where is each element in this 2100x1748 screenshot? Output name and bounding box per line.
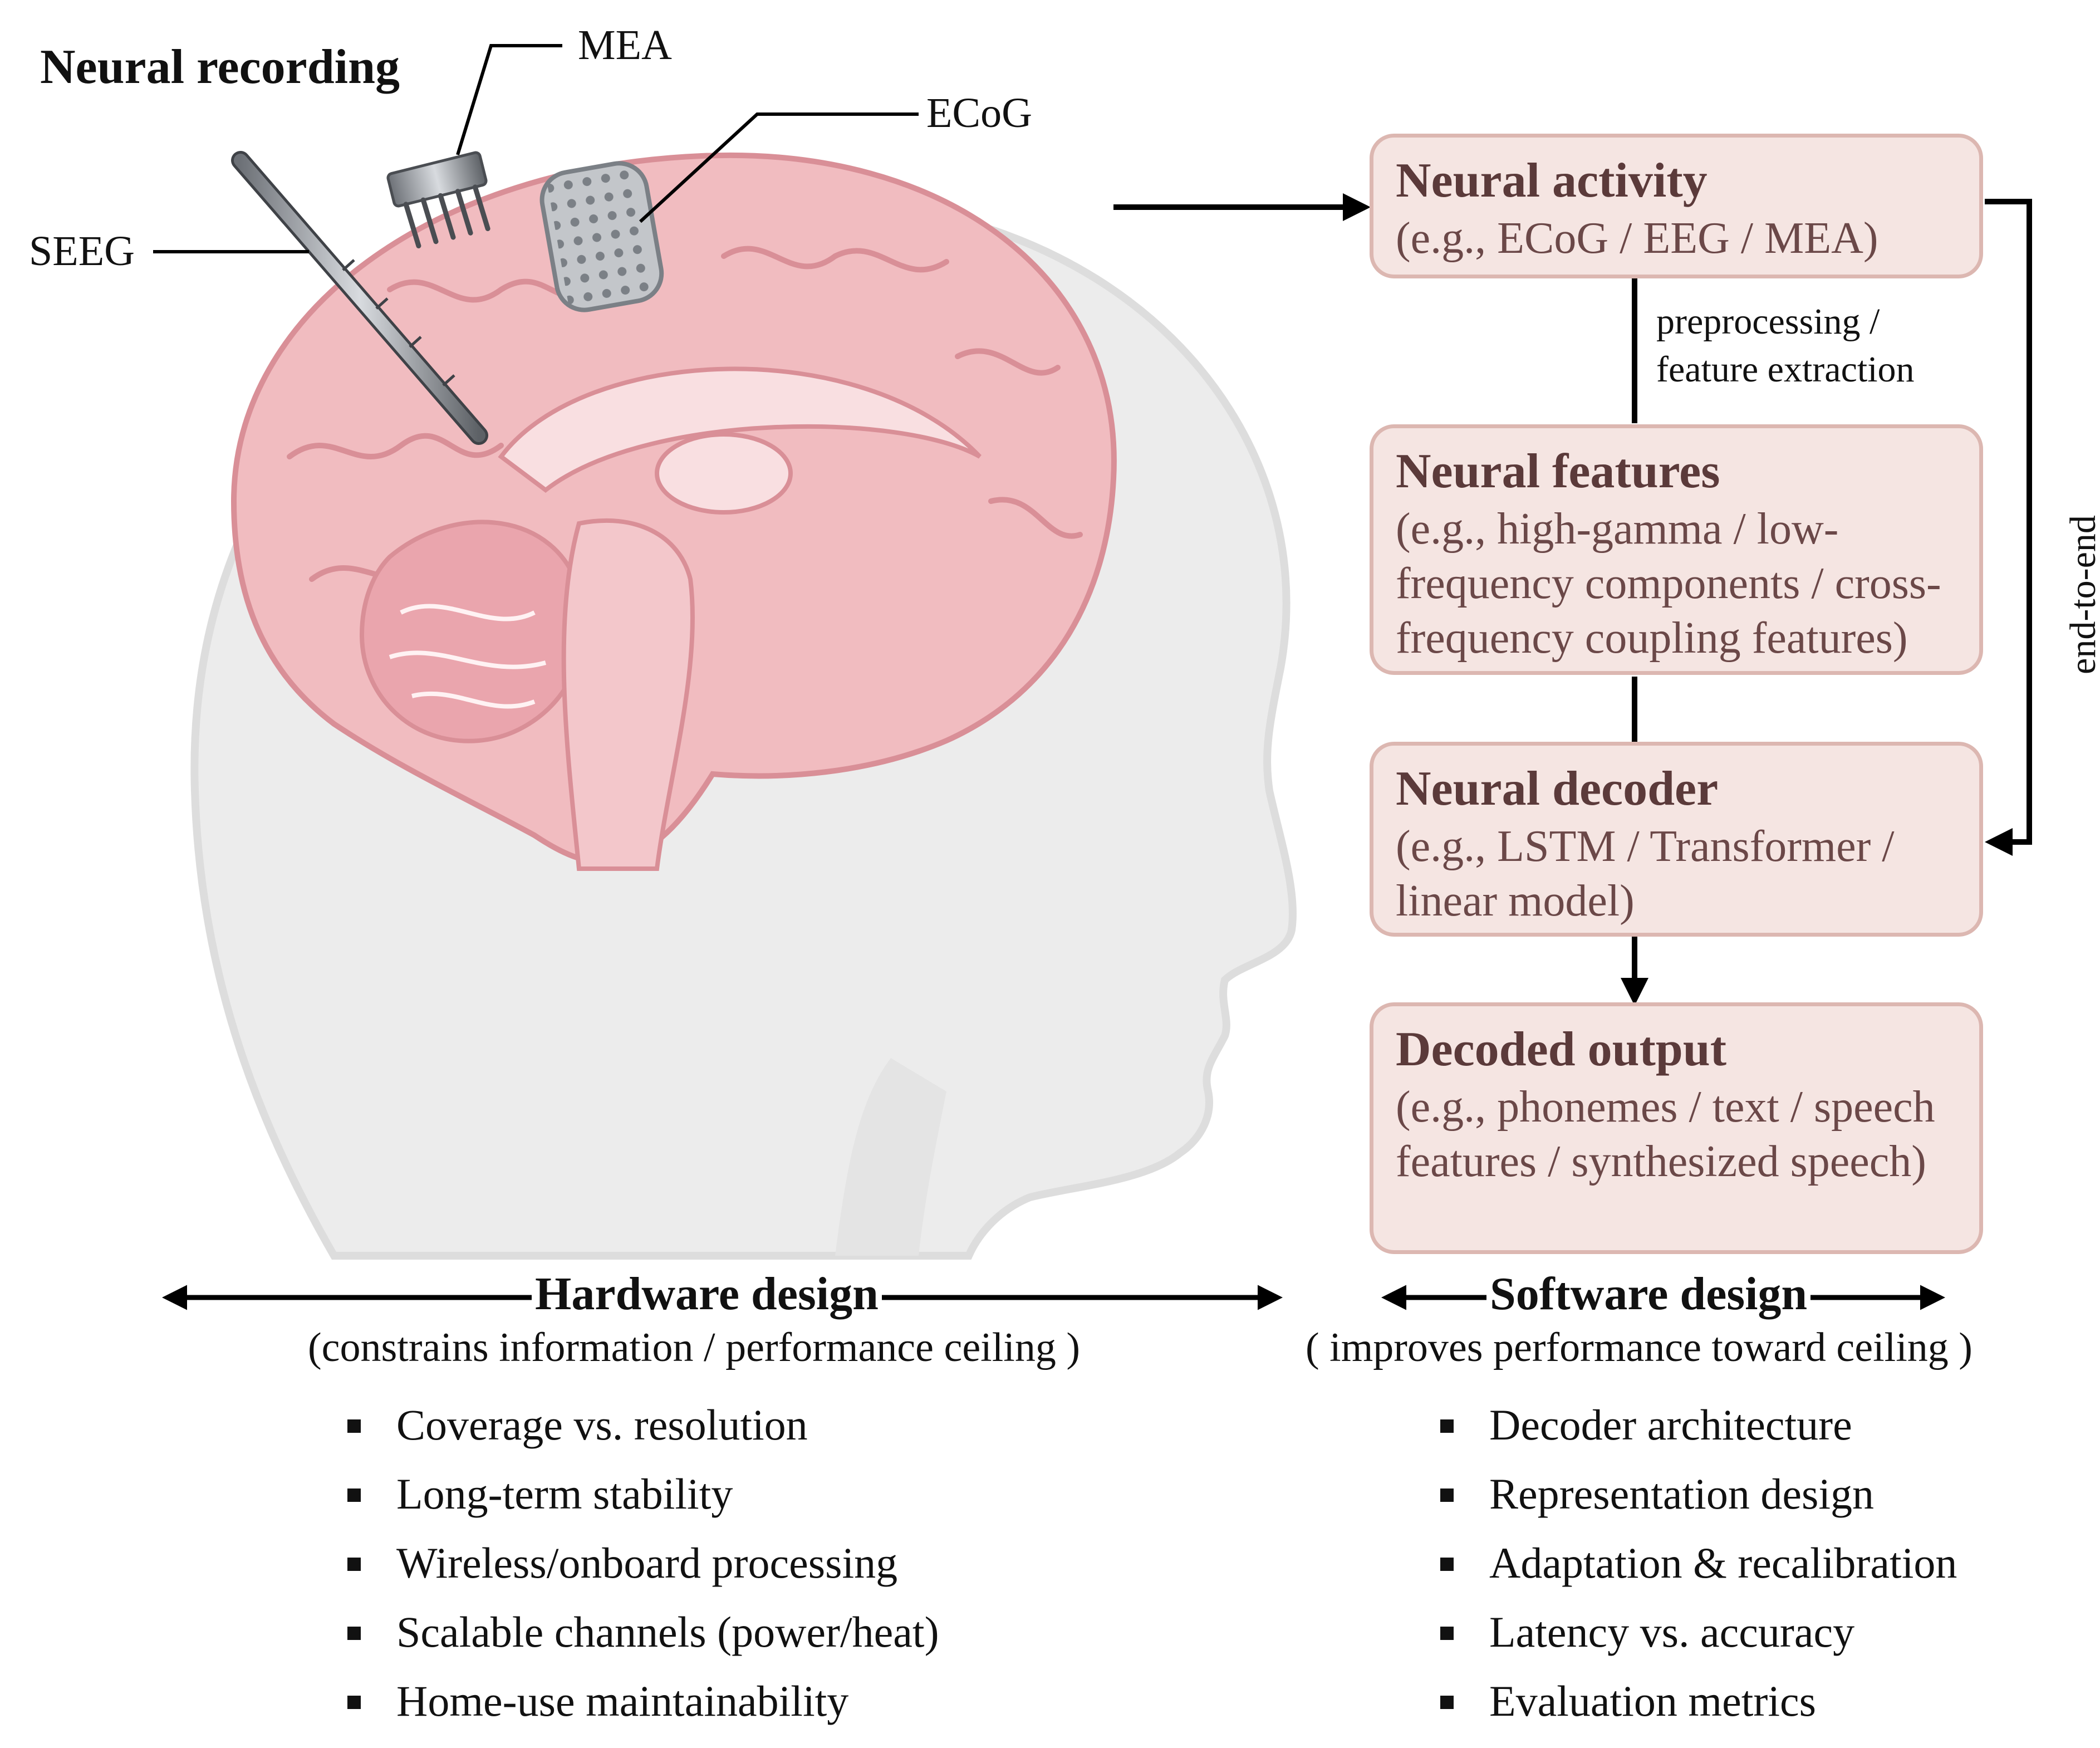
box-neural-features: Neural features (e.g., high-gamma / low-… <box>1370 424 1983 675</box>
list-item: Wireless/onboard processing <box>341 1529 939 1598</box>
bullet-icon <box>1440 1627 1454 1640</box>
bullet-icon <box>1440 1419 1454 1433</box>
neck-shadow <box>835 1058 946 1256</box>
software-title: Software design <box>1486 1267 1811 1321</box>
box-desc: (e.g., ECoG / EEG / MEA) <box>1396 214 1878 263</box>
bullet-icon <box>347 1627 361 1640</box>
mea-leader <box>456 44 562 155</box>
mea-label: MEA <box>578 22 672 68</box>
bullet-icon <box>1440 1558 1454 1571</box>
hardware-subtitle: (constrains information / performance ce… <box>308 1325 1080 1370</box>
list-item-text: Evaluation metrics <box>1489 1677 1816 1725</box>
box-title: Neural activity <box>1396 154 1708 208</box>
mea-electrode <box>386 151 490 249</box>
bullet-icon <box>347 1419 361 1433</box>
software-subtitle: ( improves performance toward ceiling ) <box>1306 1325 1973 1370</box>
list-item-text: Latency vs. accuracy <box>1489 1608 1855 1656</box>
hardware-list: Coverage vs. resolution Long-term stabil… <box>341 1390 939 1736</box>
box-title: Neural decoder <box>1396 762 1719 816</box>
ecog-label: ECoG <box>926 90 1032 136</box>
list-item-text: Scalable channels (power/heat) <box>396 1608 939 1656</box>
bullet-icon <box>1440 1696 1454 1709</box>
list-item-text: Representation design <box>1489 1470 1874 1518</box>
list-item: Adaptation & recalibration <box>1434 1529 1957 1598</box>
list-item: Decoder architecture <box>1434 1390 1957 1460</box>
list-item-text: Home-use maintainability <box>396 1677 849 1725</box>
list-item: Coverage vs. resolution <box>341 1390 939 1460</box>
step-label: preprocessing / feature extraction <box>1656 298 1915 394</box>
list-item: Scalable channels (power/heat) <box>341 1598 939 1667</box>
box-title: Neural features <box>1396 444 1720 498</box>
bullet-icon <box>347 1696 361 1709</box>
list-item-text: Adaptation & recalibration <box>1489 1539 1957 1587</box>
list-item-text: Wireless/onboard processing <box>396 1539 898 1587</box>
software-list: Decoder architecture Representation desi… <box>1434 1390 1957 1736</box>
step-label-line-2: feature extraction <box>1656 349 1915 390</box>
ecog-grid <box>539 161 664 312</box>
list-item: Representation design <box>1434 1460 1957 1529</box>
list-item: Evaluation metrics <box>1434 1667 1957 1736</box>
box-neural-activity: Neural activity (e.g., ECoG / EEG / MEA) <box>1370 134 1983 278</box>
list-item: Home-use maintainability <box>341 1667 939 1736</box>
list-item: Long-term stability <box>341 1460 939 1529</box>
figure-title: Neural recording <box>40 40 400 94</box>
box-decoded-output: Decoded output (e.g., phonemes / text / … <box>1370 1002 1983 1254</box>
hardware-title: Hardware design <box>532 1267 882 1321</box>
ecog-leader <box>639 112 919 223</box>
end-to-end-label: end-to-end <box>2063 515 2100 674</box>
bullet-icon <box>347 1558 361 1571</box>
step-label-line-1: preprocessing / <box>1656 301 1880 342</box>
seeg-electrode <box>231 151 488 445</box>
box-desc: (e.g., high-gamma / low-frequency compon… <box>1396 505 1941 663</box>
list-item-text: Long-term stability <box>396 1470 733 1518</box>
box-neural-decoder: Neural decoder (e.g., LSTM / Transformer… <box>1370 742 1983 937</box>
end-to-end-arrow <box>1985 199 2032 856</box>
list-item-text: Coverage vs. resolution <box>396 1401 808 1449</box>
list-item-text: Decoder architecture <box>1489 1401 1852 1449</box>
bullet-icon <box>347 1489 361 1502</box>
box-title: Decoded output <box>1396 1022 1727 1076</box>
seeg-label: SEEG <box>29 228 135 275</box>
box-desc: (e.g., phonemes / text / speech features… <box>1396 1083 1935 1186</box>
box-desc: (e.g., LSTM / Transformer / linear model… <box>1396 822 1895 926</box>
brain <box>230 152 1117 871</box>
bullet-icon <box>1440 1489 1454 1502</box>
list-item: Latency vs. accuracy <box>1434 1598 1957 1667</box>
